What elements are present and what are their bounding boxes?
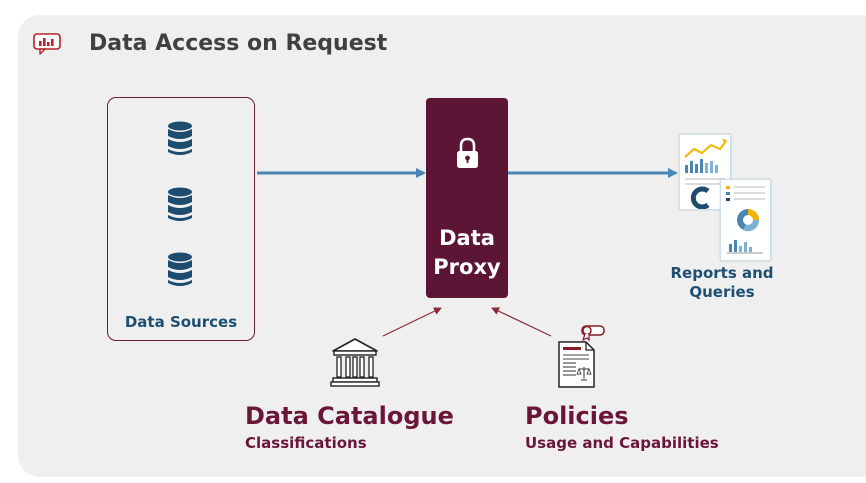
report-card-front — [720, 179, 771, 261]
reports-queries-label: Reports and Queries — [666, 264, 778, 302]
reports-label-line2: Queries — [689, 283, 755, 301]
policies-subtitle: Usage and Capabilities — [525, 434, 719, 452]
lock-icon — [455, 137, 480, 169]
proxy-label-line2: Proxy — [433, 255, 501, 279]
data-proxy-box — [426, 98, 508, 298]
data-sources-label: Data Sources — [124, 313, 238, 331]
page-title: Data Access on Request — [89, 31, 388, 56]
arrow-policies-to-proxy — [491, 307, 552, 337]
policies-title: Policies — [525, 402, 629, 430]
library-building-icon — [330, 337, 380, 387]
chart-speech-bubble-icon — [33, 33, 61, 55]
data-catalogue-title: Data Catalogue — [245, 402, 454, 430]
data-catalogue-subtitle: Classifications — [245, 434, 367, 452]
database-icon — [167, 187, 193, 223]
arrow-catalogue-to-proxy — [382, 307, 442, 337]
certificate-document-icon — [556, 323, 608, 389]
proxy-label-line1: Data — [439, 226, 495, 250]
data-proxy-label: Data Proxy — [426, 224, 508, 282]
database-icon — [167, 252, 193, 288]
reports-label-line1: Reports and — [670, 264, 774, 282]
database-icon — [167, 121, 193, 157]
